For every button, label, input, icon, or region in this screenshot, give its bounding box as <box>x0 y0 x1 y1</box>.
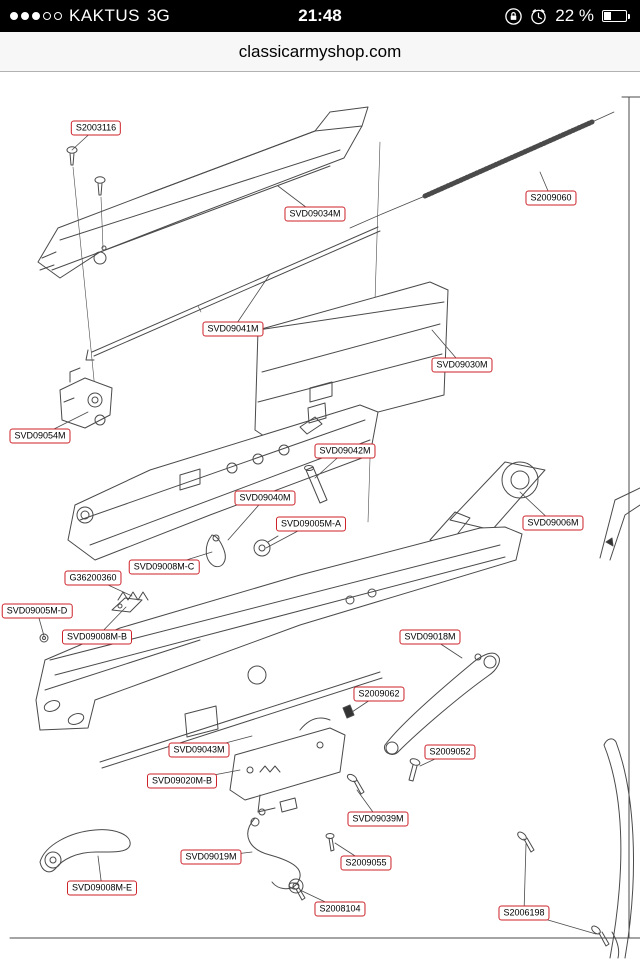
part-label-SVD09019M: SVD09019M <box>180 849 242 865</box>
part-label-SVD09008M-B: SVD09008M-B <box>61 629 133 645</box>
lever-19 <box>247 817 304 894</box>
screw-04 <box>288 882 306 901</box>
battery-percent: 22 % <box>555 6 594 25</box>
small-part-b <box>111 597 143 613</box>
part-label-SVD09054M: SVD09054M <box>9 428 71 444</box>
trigger-box <box>229 717 346 816</box>
alarm-clock-icon <box>530 8 547 25</box>
screw-55 <box>325 833 335 852</box>
status-bar: KAKTUS 3G 21:48 22 % <box>0 0 640 32</box>
part-label-SVD09042M: SVD09042M <box>314 443 376 459</box>
part-label-S2003116: S2003116 <box>70 120 122 136</box>
cocking-lever <box>39 829 131 873</box>
part-label-S2009062: S2009062 <box>353 686 405 702</box>
screw-52 <box>408 758 421 782</box>
part-label-S2009055: S2009055 <box>340 855 392 871</box>
part-label-S2009052: S2009052 <box>424 744 476 760</box>
url-text[interactable]: classicarmyshop.com <box>238 41 402 61</box>
part-label-SVD09041M: SVD09041M <box>202 321 264 337</box>
part-label-SVD09006M: SVD09006M <box>522 515 584 531</box>
small-part-a <box>253 535 279 557</box>
right-edge-pieces <box>599 487 640 959</box>
part-label-S2008104: S2008104 <box>314 901 366 917</box>
part-label-SVD09039M: SVD09039M <box>347 811 409 827</box>
network-type: 3G <box>147 6 170 25</box>
part-label-G36200360: G36200360 <box>64 570 122 586</box>
part-label-SVD09008M-C: SVD09008M-C <box>128 559 200 575</box>
trigger <box>205 534 226 568</box>
screw-39 <box>346 773 365 795</box>
part-label-S2006198: S2006198 <box>498 905 550 921</box>
part-label-SVD09005M-D: SVD09005M-D <box>1 603 73 619</box>
part-label-SVD09008M-E: SVD09008M-E <box>66 880 138 896</box>
status-left: KAKTUS 3G <box>10 6 170 26</box>
screws-98 <box>517 831 610 947</box>
gas-tube <box>85 141 381 523</box>
small-part-d <box>39 633 49 643</box>
pin-42 <box>304 465 328 504</box>
trigger-guard <box>383 652 500 755</box>
front-sight <box>59 367 113 429</box>
bolt-assembly <box>67 402 379 561</box>
part-label-SVD09040M: SVD09040M <box>234 490 296 506</box>
status-right: 22 % <box>505 6 630 26</box>
lower-frame <box>35 526 523 769</box>
carrier-name: KAKTUS <box>69 6 141 25</box>
part-label-SVD09030M: SVD09030M <box>431 357 493 373</box>
part-label-SVD09018M: SVD09018M <box>399 629 461 645</box>
part-label-SVD09034M: SVD09034M <box>284 206 346 222</box>
part-label-SVD09020M-B: SVD09020M-B <box>146 773 218 789</box>
signal-strength-icon <box>10 12 62 20</box>
part-label-S2009060: S2009060 <box>525 190 577 206</box>
orientation-lock-icon <box>505 7 522 25</box>
screws-s2003116 <box>66 146 106 391</box>
browser-address-bar[interactable]: classicarmyshop.com <box>0 32 640 72</box>
spring-rod <box>349 111 615 229</box>
top-cover <box>37 106 369 279</box>
battery-icon <box>602 10 630 22</box>
part-label-SVD09043M: SVD09043M <box>168 742 230 758</box>
pin-62 <box>342 704 355 719</box>
part-label-SVD09005M-A: SVD09005M-A <box>275 516 347 532</box>
diagram-line-art <box>9 96 640 959</box>
